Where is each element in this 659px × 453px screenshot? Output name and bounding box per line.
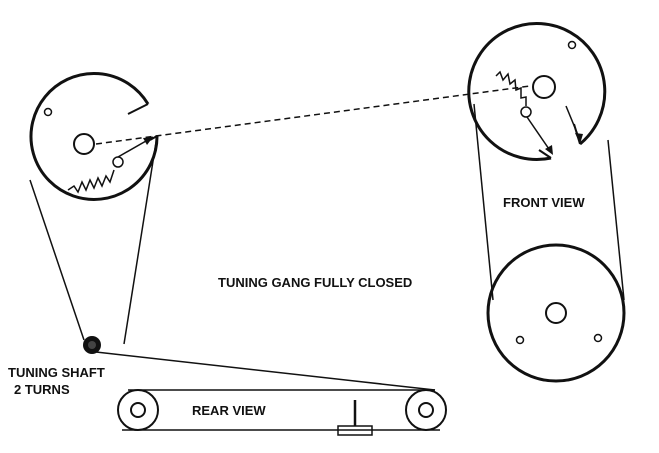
front-lower-pulley <box>486 243 626 383</box>
drum-link-dashed <box>95 85 531 145</box>
rear-drum-screw-hole <box>43 107 53 117</box>
tuning-shaft-turns-label: 2 TURNS <box>14 382 70 397</box>
front-dial-drum <box>467 22 607 161</box>
front-drum-spring <box>495 70 527 106</box>
rear-dial-drum <box>29 71 159 201</box>
rear-left-pulley <box>117 389 159 431</box>
front-view-label: FRONT VIEW <box>503 195 585 210</box>
tuning-shaft-label: TUNING SHAFT <box>8 365 105 380</box>
tuning-shaft <box>83 336 101 354</box>
dial-pointer <box>337 400 373 436</box>
front-drum-hub <box>532 75 556 99</box>
rear-right-pulley <box>405 389 447 431</box>
rear-drum-spring <box>67 169 115 194</box>
rear-drum-hub <box>73 133 95 155</box>
dial-cord <box>29 103 625 431</box>
rear-view-label: REAR VIEW <box>192 403 266 418</box>
front-drum-screw-hole <box>567 40 577 50</box>
center-caption: TUNING GANG FULLY CLOSED <box>218 275 412 290</box>
